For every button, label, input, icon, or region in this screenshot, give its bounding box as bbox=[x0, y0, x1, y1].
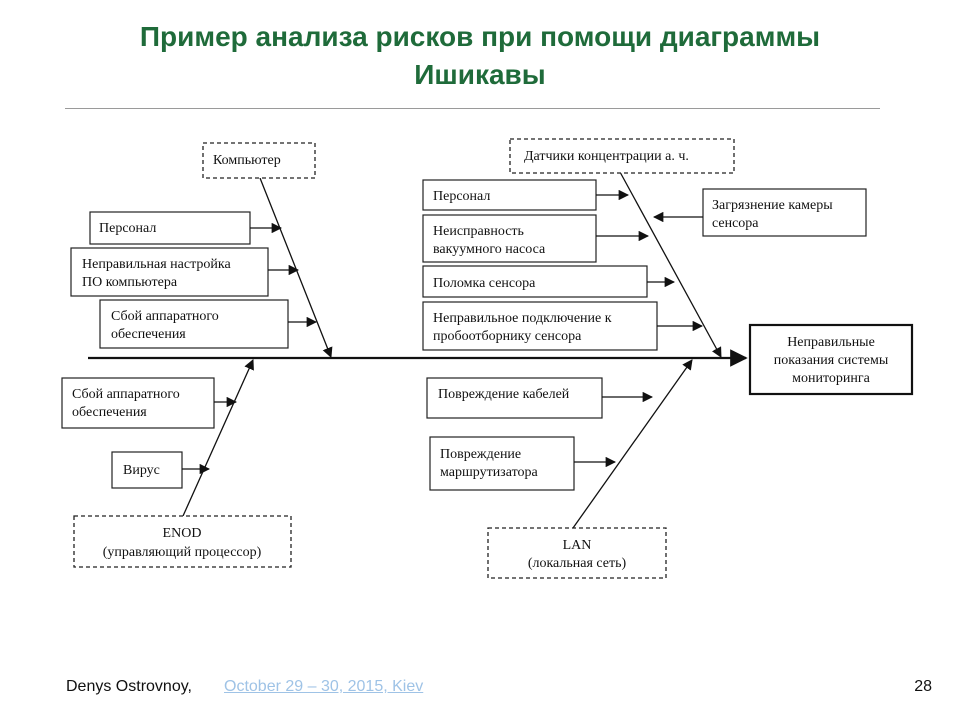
cause-box-enod-hardware: Сбой аппаратного обеспечения bbox=[61, 377, 215, 429]
effect-box: Неправильные показания системы мониторин… bbox=[748, 323, 914, 396]
cause-box-sensors-personnel: Персонал bbox=[422, 179, 597, 211]
title-line-1: Пример анализа рисков при помощи диаграм… bbox=[139, 21, 821, 52]
category-computer-label: Компьютер bbox=[213, 153, 281, 168]
cause-label: Персонал bbox=[433, 189, 490, 204]
cause-box-computer-hardware: Сбой аппаратного обеспечения bbox=[99, 299, 289, 349]
title-line-2: Ишикавы bbox=[414, 59, 546, 90]
footer-date-link[interactable]: October 29 – 30, 2015, Kiev bbox=[224, 678, 424, 695]
cause-label: Неправильное подключение к bbox=[433, 311, 612, 326]
cause-label: Повреждение кабелей bbox=[438, 387, 570, 402]
cause-label: Неисправность bbox=[433, 224, 524, 239]
category-box-lan: LAN (локальная сеть) bbox=[487, 527, 667, 579]
cause-label: обеспечения bbox=[111, 327, 186, 342]
effect-line-2: показания системы bbox=[774, 353, 889, 368]
cause-label: обеспечения bbox=[72, 405, 147, 420]
category-box-sensors: Датчики концентрации а. ч. bbox=[509, 138, 735, 174]
bone-sensors bbox=[619, 171, 722, 358]
title-divider bbox=[65, 108, 880, 109]
cause-box-sensors-contamination: Загрязнение камеры сенсора bbox=[702, 188, 867, 237]
cause-label: сенсора bbox=[712, 216, 759, 231]
slide-title: Пример анализа рисков при помощи диаграм… bbox=[40, 18, 920, 94]
effect-line-1: Неправильные bbox=[787, 335, 875, 350]
effect-line-3: мониторинга bbox=[792, 371, 871, 386]
footer-author: Denys Ostrovnoy, bbox=[66, 678, 192, 695]
cause-label: маршрутизатора bbox=[440, 465, 538, 480]
category-enod-line-1: ENOD bbox=[163, 526, 202, 541]
category-lan-line-2: (локальная сеть) bbox=[528, 556, 627, 571]
cause-box-enod-virus: Вирус bbox=[111, 451, 183, 489]
cause-box-lan-cables: Повреждение кабелей bbox=[426, 377, 603, 419]
cause-box-sensors-pump: Неисправность вакуумного насоса bbox=[422, 214, 597, 263]
bone-lan bbox=[572, 359, 693, 529]
cause-label: вакуумного насоса bbox=[433, 242, 546, 257]
cause-label: Сбой аппаратного bbox=[111, 309, 219, 324]
cause-box-sensors-connection: Неправильное подключение к пробоотборник… bbox=[422, 301, 658, 351]
cause-box-computer-personnel: Персонал bbox=[89, 211, 251, 245]
cause-label: Сбой аппаратного bbox=[72, 387, 180, 402]
page-number: 28 bbox=[914, 678, 932, 695]
category-enod-line-2: (управляющий процессор) bbox=[103, 545, 262, 560]
category-box-enod: ENOD (управляющий процессор) bbox=[73, 515, 292, 568]
category-sensors-label: Датчики концентрации а. ч. bbox=[524, 149, 689, 164]
cause-label: Неправильная настройка bbox=[82, 257, 231, 272]
cause-box-sensors-breakage: Поломка сенсора bbox=[422, 265, 648, 298]
cause-box-lan-router: Повреждение маршрутизатора bbox=[429, 436, 575, 491]
bone-enod bbox=[182, 359, 254, 517]
cause-label: Поломка сенсора bbox=[433, 276, 536, 291]
cause-label: Персонал bbox=[99, 221, 156, 236]
cause-label: ПО компьютера bbox=[82, 275, 178, 290]
category-box-computer: Компьютер bbox=[202, 142, 316, 179]
cause-label: пробоотборнику сенсора bbox=[433, 329, 582, 344]
cause-box-computer-software: Неправильная настройка ПО компьютера bbox=[70, 247, 269, 297]
cause-label: Вирус bbox=[123, 463, 160, 478]
cause-label: Повреждение bbox=[440, 447, 521, 462]
category-lan-line-1: LAN bbox=[563, 538, 592, 553]
cause-label: Загрязнение камеры bbox=[712, 198, 833, 213]
